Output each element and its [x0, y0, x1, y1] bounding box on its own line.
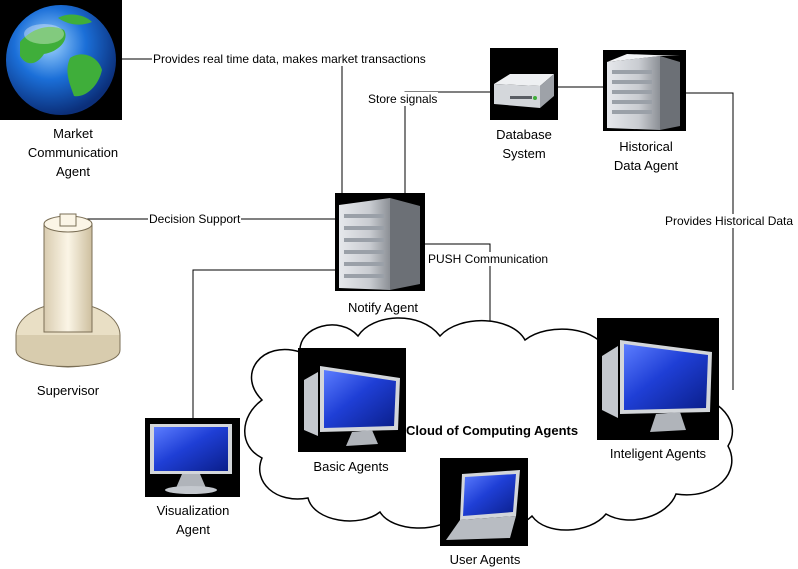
- node-label-visualization: Visualization Agent: [156, 503, 230, 537]
- edge-notify-cloud: [424, 243, 491, 330]
- node-label-intelligent: Inteligent Agents: [609, 446, 707, 461]
- server-tower-icon: [335, 193, 425, 291]
- edge-label-market-notify: Provides real time data, makes market tr…: [152, 52, 427, 66]
- node-label-user: User Agents: [449, 552, 521, 567]
- node-label-supervisor: Supervisor: [36, 383, 100, 398]
- edge-label-historical-cloud: Provides Historical Data: [664, 214, 795, 228]
- edge-label-notify-cloud: PUSH Communication: [427, 252, 550, 266]
- edge-label-supervisor-notify: Decision Support: [148, 212, 242, 226]
- monitor-icon: [298, 348, 406, 452]
- edge-notify-visualization: [192, 269, 340, 418]
- node-label-database: Database System: [496, 127, 552, 161]
- node-label-market: Market Communication Agent: [27, 126, 119, 179]
- monitor-icon: [597, 318, 719, 440]
- edge-label-notify-database: Store signals: [367, 92, 439, 106]
- node-label-notify: Notify Agent: [347, 300, 419, 315]
- globe-icon: [0, 0, 122, 120]
- cloud-title: Cloud of Computing Agents: [406, 423, 579, 438]
- server-tower-icon: [603, 50, 686, 131]
- edge-market-notify: [122, 58, 343, 197]
- supervisor-stand-icon: [15, 213, 121, 368]
- laptop-icon: [440, 458, 528, 546]
- node-label-basic: Basic Agents: [313, 459, 389, 474]
- node-label-historical: Historical Data Agent: [613, 139, 679, 173]
- edge-historical-cloud: [686, 92, 734, 390]
- monitor-icon: [145, 418, 240, 497]
- database-drive-icon: [490, 48, 558, 120]
